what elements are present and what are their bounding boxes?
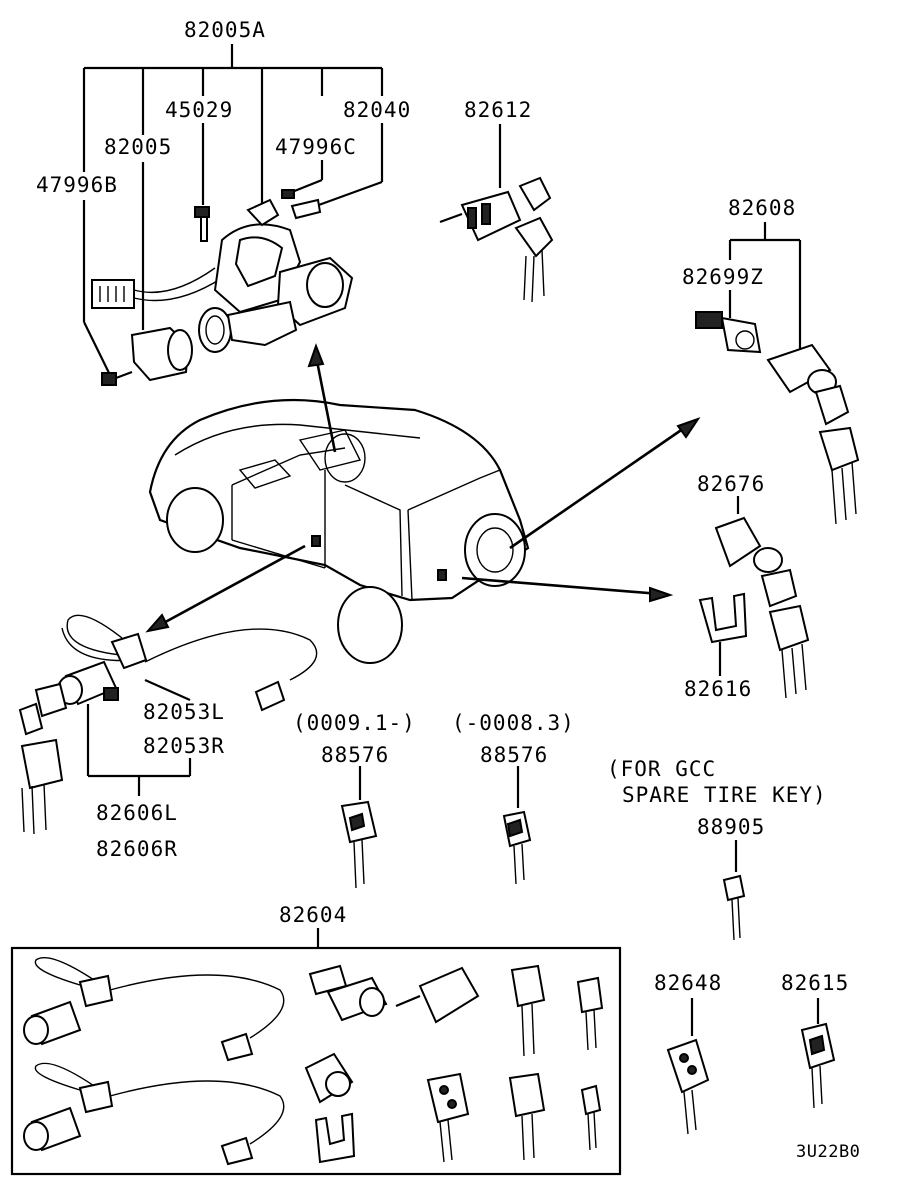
key-88576-old xyxy=(502,766,532,885)
label-88905: 88905 xyxy=(697,815,765,839)
label-82053L: 82053L xyxy=(143,700,225,724)
key-88905 xyxy=(722,840,746,941)
door-lock-cylinder-82612 xyxy=(439,124,554,303)
label-82604: 82604 xyxy=(279,903,347,927)
label-date-from: (0009.1-) xyxy=(293,711,416,735)
label-82699Z: 82699Z xyxy=(682,265,764,289)
key-82648 xyxy=(666,998,710,1135)
label-82606L: 82606L xyxy=(96,801,178,825)
label-82053R: 82053R xyxy=(143,734,225,758)
label-47996B: 47996B xyxy=(36,173,118,197)
label-88576-old: 88576 xyxy=(480,743,548,767)
label-82005: 82005 xyxy=(104,135,172,159)
label-47996C: 47996C xyxy=(275,135,357,159)
label-82616: 82616 xyxy=(684,677,752,701)
label-gcc-line1: (FOR GCC xyxy=(607,757,716,781)
label-88576-new: 88576 xyxy=(321,743,389,767)
diagram-code: 3U22B0 xyxy=(796,1142,860,1162)
pointer-arrows xyxy=(145,343,701,633)
fuel-lid-lock-82608 xyxy=(695,222,860,525)
label-gcc-line2: SPARE TIRE KEY) xyxy=(622,783,827,807)
label-82648: 82648 xyxy=(654,971,722,995)
label-82606R: 82606R xyxy=(96,837,178,861)
door-lock-set-82053 xyxy=(18,614,318,835)
key-88576-new xyxy=(340,766,378,889)
ignition-leader-lines xyxy=(82,44,384,376)
label-82608: 82608 xyxy=(728,196,796,220)
lock-kit-box-82604 xyxy=(10,928,622,1176)
label-82040: 82040 xyxy=(343,98,411,122)
ignition-switch-assembly xyxy=(91,189,354,386)
label-82615: 82615 xyxy=(781,971,849,995)
label-45029: 45029 xyxy=(165,98,233,122)
vehicle-outline xyxy=(148,398,530,664)
label-date-to: (-0008.3) xyxy=(452,711,575,735)
spare-tire-lock-82676 xyxy=(698,496,810,699)
key-82615 xyxy=(800,998,836,1109)
label-82005A: 82005A xyxy=(184,18,266,42)
part-number-labels: 82005A 45029 82040 82005 47996C 47996B 8… xyxy=(36,18,860,1162)
label-82612: 82612 xyxy=(464,98,532,122)
label-82676: 82676 xyxy=(697,472,765,496)
